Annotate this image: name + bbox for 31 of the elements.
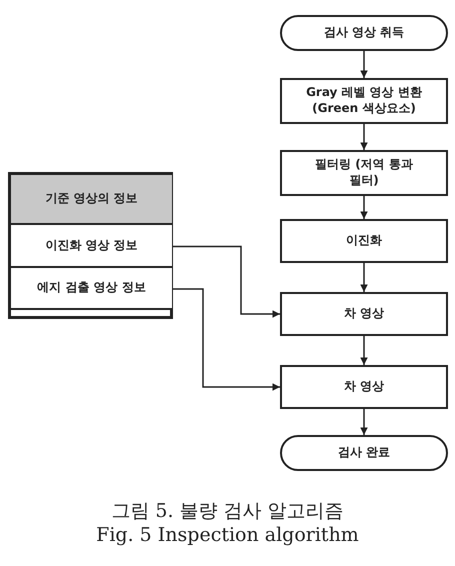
node-text: 검사 영상 취득 xyxy=(324,25,404,41)
node-text: Gray 레벨 영상 변환 (Green 색상요소) xyxy=(305,85,423,117)
node-text: 이진화 xyxy=(346,233,382,249)
arrow xyxy=(360,196,368,219)
node-text: 차 영상 xyxy=(344,379,384,395)
terminal-box xyxy=(280,15,448,51)
arrow xyxy=(172,288,280,391)
node-text: 필터링 (저역 통과 필터) xyxy=(314,157,414,189)
process-box xyxy=(280,78,448,124)
process-box xyxy=(280,365,448,409)
arrow xyxy=(360,124,368,150)
arrow xyxy=(172,246,280,318)
table-header xyxy=(11,175,172,225)
process-box xyxy=(280,292,448,336)
arrow xyxy=(360,336,368,365)
node-text: 이진화 영상 정보 xyxy=(45,238,138,254)
node-text: 에지 검출 영상 정보 xyxy=(37,280,146,296)
table-box xyxy=(8,172,173,319)
figure-caption: 그림 5. 불량 검사 알고리즘 xyxy=(110,499,345,524)
figure-caption-english: Fig. 5 Inspection algorithm xyxy=(95,524,360,546)
table-row xyxy=(11,225,172,268)
node-text: 기준 영상의 정보 xyxy=(45,191,138,207)
node-text: 차 영상 xyxy=(344,306,384,322)
terminal-box xyxy=(280,435,448,471)
arrow xyxy=(360,51,368,78)
process-box xyxy=(280,219,448,263)
process-box xyxy=(280,150,448,196)
arrow xyxy=(360,409,368,435)
table-row xyxy=(11,268,172,310)
node-text: 검사 완료 xyxy=(338,445,390,461)
arrow xyxy=(360,263,368,292)
